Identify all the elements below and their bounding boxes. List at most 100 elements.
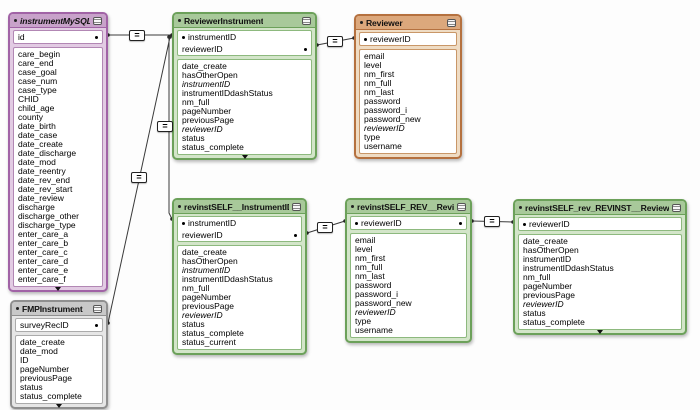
key-fields-box: reviewerID [518, 217, 682, 231]
field-nm_full: nm_full [364, 79, 392, 88]
field-CHID: CHID [18, 95, 39, 104]
field-instrumentID: instrumentID [182, 266, 231, 275]
connection-dot-icon [459, 221, 462, 225]
field-date_birth: date_birth [18, 122, 56, 131]
field-care_begin: care_begin [18, 50, 61, 59]
key-fields-box: instrumentID reviewerID [177, 30, 312, 56]
collapse-toggle-icon[interactable] [672, 203, 681, 212]
collapse-toggle-icon[interactable] [93, 304, 102, 313]
field-date_reentry: date_reentry [18, 167, 66, 176]
field-status_current: status_current [182, 338, 236, 347]
table-name: revinstSELF_REV__ReviewerID [357, 201, 454, 212]
field-password_i: password_i [364, 106, 407, 115]
relationship-operator-r6[interactable]: = [484, 215, 500, 227]
field-previousPage: previousPage [523, 291, 575, 300]
scroll-more-indicator[interactable] [56, 404, 62, 408]
field-password_new: password_new [364, 115, 421, 124]
field-instrumentID: instrumentID [182, 80, 231, 89]
key-field-label: reviewerID [361, 218, 402, 228]
field-instrumentIDdashStatus: instrumentIDdashStatus [182, 89, 273, 98]
scroll-more-indicator[interactable] [241, 155, 248, 159]
field-nm_full: nm_full [355, 263, 383, 272]
key-field-label: reviewerID [182, 44, 223, 54]
field-case_goal: case_goal [18, 68, 57, 77]
field-reviewerID: reviewerID [355, 308, 396, 317]
table-header[interactable]: ReviewerInstrument [174, 14, 315, 28]
scroll-more-indicator[interactable] [597, 330, 603, 334]
table-ReviewerInstrument[interactable]: ReviewerInstrument instrumentID reviewerI… [172, 12, 317, 160]
table-header[interactable]: revinstSELF_rev_REVINST__ReviewerID [515, 201, 685, 215]
field-county: county [18, 113, 44, 122]
field-pageNumber: pageNumber [182, 107, 232, 116]
table-name: FMPInstrument [22, 303, 83, 314]
table-header[interactable]: revinstSELF__InstrumentID [174, 200, 305, 214]
field-hasOtherOpen: hasOtherOpen [182, 71, 238, 80]
scroll-more-indicator[interactable] [55, 287, 61, 291]
field-level: level [364, 61, 382, 70]
field-date_review: date_review [18, 194, 64, 203]
field-username: username [355, 326, 393, 335]
relationship-line-r3[interactable] [168, 37, 173, 220]
table-header[interactable]: FMPInstrument [12, 302, 106, 316]
connection-dot-icon [523, 222, 526, 226]
key-field-label: reviewerID [529, 219, 570, 229]
key-fields-box: id [13, 30, 103, 44]
field-level: level [355, 245, 373, 254]
field-status: status [20, 383, 43, 392]
relationship-operator-r1[interactable]: = [129, 29, 145, 41]
field-date_mod: date_mod [20, 347, 58, 356]
field-date_create: date_create [523, 237, 568, 246]
key-field-reviewerID: reviewerID [360, 33, 456, 45]
key-field-instrumentID: instrumentID [178, 31, 311, 43]
table-header[interactable]: instrumentMySQL [10, 14, 106, 28]
collapse-toggle-icon[interactable] [292, 202, 301, 211]
collapse-toggle-icon[interactable] [302, 16, 311, 25]
field-instrumentIDdashStatus: instrumentIDdashStatus [523, 264, 614, 273]
table-name: instrumentMySQL [20, 15, 90, 26]
relationship-operator-r3[interactable]: = [157, 120, 173, 132]
field-hasOtherOpen: hasOtherOpen [182, 257, 238, 266]
collapse-toggle-icon[interactable] [457, 202, 466, 211]
field-nm_last: nm_last [355, 272, 385, 281]
table-header[interactable]: revinstSELF_REV__ReviewerID [347, 200, 470, 214]
field-nm_last: nm_last [364, 88, 394, 97]
key-field-label: reviewerID [182, 230, 223, 240]
field-date_rev_start: date_rev_start [18, 185, 73, 194]
field-previousPage: previousPage [182, 302, 234, 311]
field-password: password [355, 281, 392, 290]
field-nm_full: nm_full [523, 273, 551, 282]
field-date_create: date_create [182, 62, 227, 71]
field-case_num: case_num [18, 77, 58, 86]
table-revinstSELF_rev_REVINST__ReviewerID[interactable]: revinstSELF_rev_REVINST__ReviewerID revi… [513, 199, 687, 335]
connection-dot-icon [355, 221, 358, 225]
field-discharge: discharge [18, 203, 55, 212]
connection-dot-icon [304, 47, 307, 51]
key-field-id: id [14, 31, 102, 43]
table-revinstSELF_REV__ReviewerID[interactable]: revinstSELF_REV__ReviewerID reviewerID e… [345, 198, 472, 343]
table-header[interactable]: Reviewer [356, 16, 460, 30]
key-field-label: instrumentID [188, 32, 237, 42]
connection-dot-icon [364, 37, 367, 41]
key-field-label: id [18, 32, 25, 42]
table-revinstSELF__InstrumentID[interactable]: revinstSELF__InstrumentID instrumentID re… [172, 198, 307, 355]
relationship-operator-r2[interactable]: = [131, 171, 147, 183]
field-status: status [182, 320, 205, 329]
relationship-operator-r5[interactable]: = [317, 221, 333, 233]
connection-dot-icon [182, 221, 185, 225]
collapse-toggle-icon[interactable] [93, 16, 102, 25]
disclosure-dot-icon [16, 307, 19, 310]
disclosure-dot-icon [519, 206, 522, 209]
table-name: ReviewerInstrument [184, 15, 264, 26]
disclosure-dot-icon [14, 19, 17, 22]
collapse-toggle-icon[interactable] [447, 18, 456, 27]
field-enter_care_a: enter_care_a [18, 230, 69, 239]
relationship-operator-r4[interactable]: = [327, 35, 343, 47]
